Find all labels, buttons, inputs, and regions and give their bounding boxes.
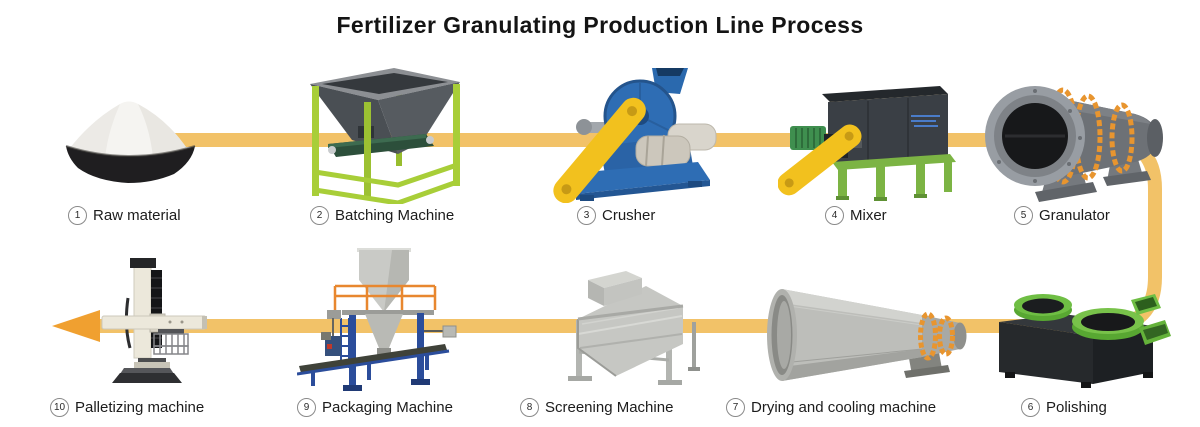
drying-cooling-machine-image <box>760 283 978 383</box>
step-label-raw-material: 1 Raw material <box>68 206 181 225</box>
step-number-badge: 2 <box>310 206 329 225</box>
polishing-machine-image <box>993 270 1171 388</box>
crusher-image <box>548 66 723 203</box>
step-number-badge: 1 <box>68 206 87 225</box>
step-number-badge: 9 <box>297 398 316 417</box>
step-label-crusher: 3 Crusher <box>577 206 655 225</box>
step-label-text: Granulator <box>1039 207 1110 224</box>
step-label-text: Palletizing machine <box>75 399 205 416</box>
raw-material-image <box>58 86 203 198</box>
step-label-text: Raw material <box>93 207 181 224</box>
screening-machine-image <box>548 264 723 388</box>
step-label-text: Crusher <box>602 207 656 224</box>
palletizing-machine-image <box>50 256 215 391</box>
step-label-text: Polishing <box>1046 399 1107 416</box>
step-label-granulator: 5 Granulator <box>1014 206 1110 225</box>
page-title: Fertilizer Granulating Production Line P… <box>336 12 864 38</box>
batching-machine-image <box>300 62 470 204</box>
step-label-drying-cooling-machine: 7 Drying and cooling machine <box>726 398 936 417</box>
step-label-text: Batching Machine <box>335 207 455 224</box>
step-label-mixer: 4 Mixer <box>825 206 887 225</box>
step-label-text: Mixer <box>850 207 887 224</box>
step-label-batching-machine: 2 Batching Machine <box>310 206 454 225</box>
step-label-screening-machine: 8 Screening Machine <box>520 398 673 417</box>
step-number-badge: 6 <box>1021 398 1040 417</box>
granulator-image <box>985 76 1170 203</box>
flow-arrowhead-icon <box>52 310 100 342</box>
step-label-text: Screening Machine <box>545 399 674 416</box>
mixer-image <box>778 76 956 203</box>
step-label-packaging-machine: 9 Packaging Machine <box>297 398 453 417</box>
step-number-badge: 5 <box>1014 206 1033 225</box>
step-number-badge: 3 <box>577 206 596 225</box>
step-label-polishing: 6 Polishing <box>1021 398 1107 417</box>
step-number-badge: 8 <box>520 398 539 417</box>
step-label-text: Drying and cooling machine <box>751 399 937 416</box>
packaging-machine-image <box>297 248 489 393</box>
step-label-text: Packaging Machine <box>322 399 453 416</box>
step-number-badge: 7 <box>726 398 745 417</box>
step-number-badge: 4 <box>825 206 844 225</box>
step-label-palletizing-machine: 10 Palletizing machine <box>50 398 204 417</box>
step-number-badge: 10 <box>50 398 69 417</box>
